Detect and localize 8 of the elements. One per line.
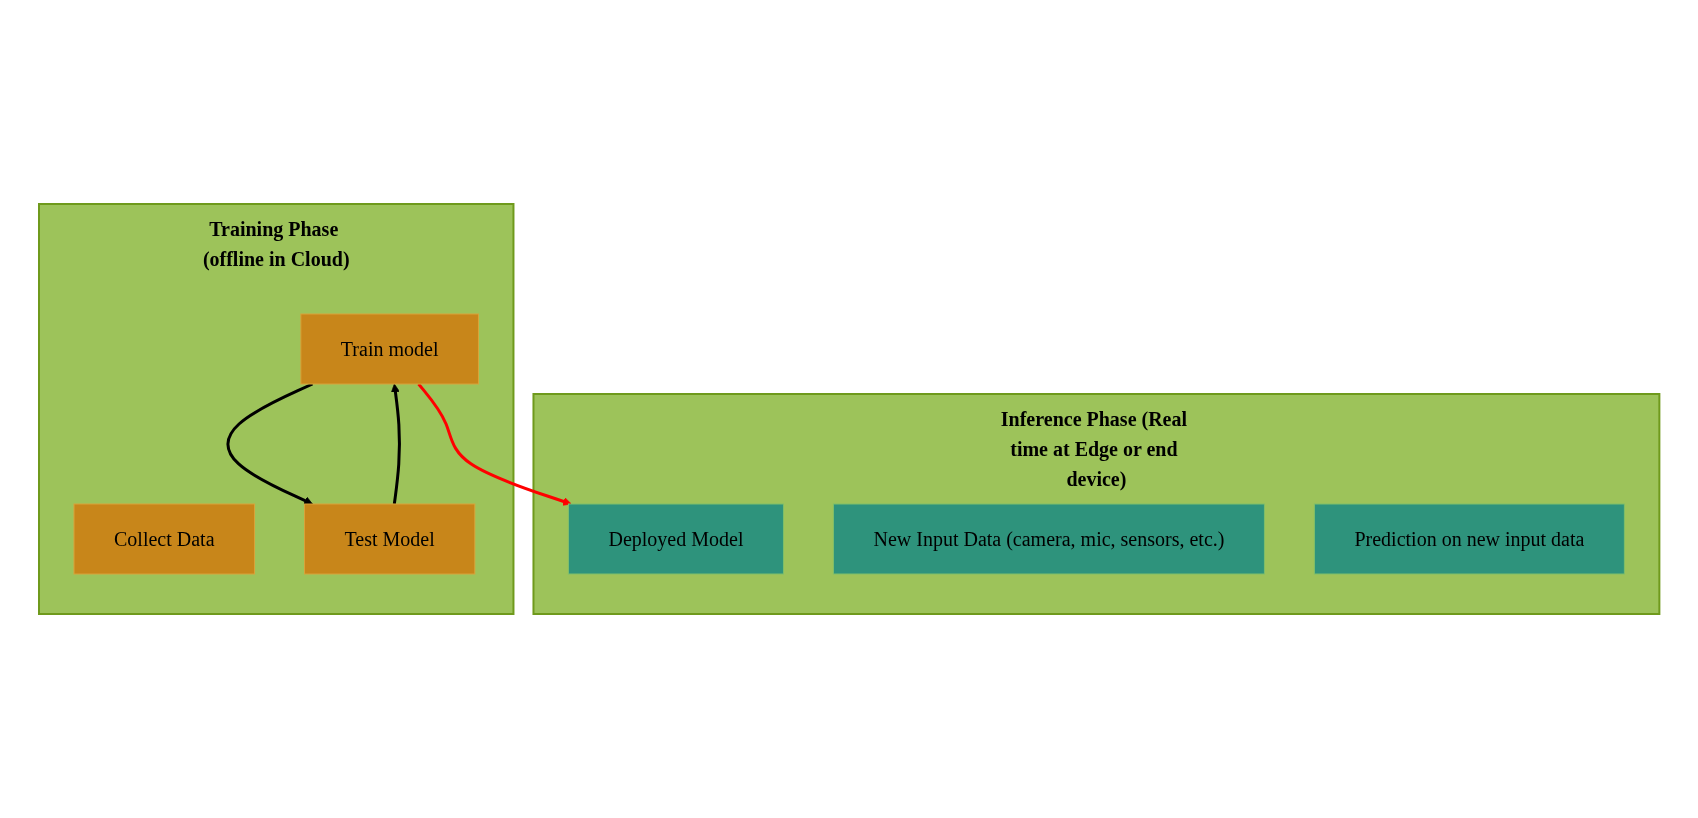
node-box: Prediction on new input data <box>1313 503 1625 575</box>
node-box: New Input Data (camera, mic, sensors, etc.) <box>832 503 1265 575</box>
node-box: Train model <box>300 313 479 385</box>
node-box: Collect Data <box>73 503 255 575</box>
node-box: Deployed Model <box>567 503 784 575</box>
node-box: Test Model <box>303 503 476 575</box>
arrow <box>390 383 401 505</box>
arrow <box>417 383 572 506</box>
